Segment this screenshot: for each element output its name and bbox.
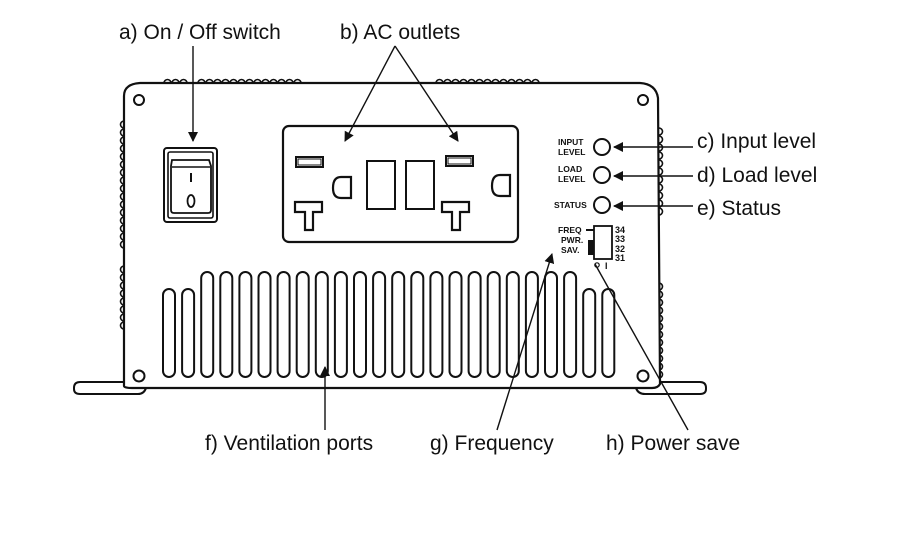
leader-b-right <box>394 45 459 142</box>
switch-off-symbol <box>186 194 196 208</box>
indicator-status: STATUS <box>554 196 611 214</box>
ventilation-slot <box>181 288 196 378</box>
ventilation-slot <box>467 271 482 378</box>
indicator-load-level: LOAD LEVEL <box>558 164 611 184</box>
callout-ac-outlets: b) AC outlets <box>340 21 460 44</box>
power-save-switch <box>588 240 594 255</box>
callout-frequency: g) Frequency <box>430 432 554 455</box>
fin-edge <box>119 120 125 249</box>
screw-top-right <box>637 94 649 106</box>
ventilation-slot <box>448 271 463 378</box>
ventilation-slot <box>505 271 520 378</box>
ventilation-slot <box>333 271 348 378</box>
ventilation-ports <box>162 271 616 378</box>
ventilation-slot <box>582 288 597 378</box>
screw-bottom-right <box>636 369 650 383</box>
ventilation-slot <box>276 271 291 378</box>
callout-load-level: d) Load level <box>697 164 817 187</box>
ventilation-slot <box>257 271 272 378</box>
ventilation-slot <box>162 288 176 378</box>
svg-text:INPUT: INPUT <box>558 137 584 147</box>
fin-edge <box>435 78 540 84</box>
load-level-led <box>593 166 611 184</box>
leader-h <box>594 263 689 431</box>
svg-text:STATUS: STATUS <box>554 200 587 210</box>
svg-text:33: 33 <box>615 234 625 244</box>
ventilation-slot <box>314 271 329 378</box>
svg-text:LOAD: LOAD <box>558 164 582 174</box>
ventilation-slot <box>486 271 501 378</box>
screw-bottom-left <box>132 369 146 383</box>
on-off-switch[interactable] <box>163 147 218 223</box>
ventilation-slot <box>353 271 367 378</box>
svg-text:32: 32 <box>615 244 625 254</box>
ac-outlet-left[interactable] <box>293 156 353 232</box>
fin-edge <box>197 78 302 84</box>
ventilation-slot <box>429 271 444 378</box>
callout-status: e) Status <box>697 197 781 220</box>
ventilation-slot <box>563 271 578 378</box>
ac-outlet-right[interactable] <box>440 155 512 232</box>
fin-edge <box>658 282 664 379</box>
ventilation-slot <box>372 271 387 378</box>
fin-edge <box>119 265 125 330</box>
svg-text:LEVEL: LEVEL <box>558 174 585 184</box>
ac-outlets <box>281 124 520 244</box>
ventilation-slot <box>524 271 539 378</box>
status-led <box>593 196 611 214</box>
svg-text:LEVEL: LEVEL <box>558 147 585 157</box>
callout-input-level: c) Input level <box>697 130 816 153</box>
svg-text:SAV.: SAV. <box>561 245 579 255</box>
ventilation-slot <box>295 271 310 378</box>
screw-top-left <box>133 94 145 106</box>
ventilation-slot <box>219 271 234 378</box>
leader-g <box>496 253 555 431</box>
svg-text:31: 31 <box>615 253 625 263</box>
leader-b-left <box>344 45 396 142</box>
ventilation-slot <box>391 271 406 378</box>
callout-ventilation-ports: f) Ventilation ports <box>205 432 373 455</box>
indicator-input-level: INPUT LEVEL <box>558 137 611 157</box>
ventilation-slot <box>601 288 616 378</box>
svg-text:FREQ: FREQ <box>558 225 582 235</box>
heatsink-fins <box>119 78 664 379</box>
gfci-test-button[interactable] <box>366 160 396 210</box>
callout-on-off-switch: a) On / Off switch <box>119 21 281 44</box>
gfci-reset-button[interactable] <box>405 160 435 210</box>
input-level-led <box>593 138 611 156</box>
svg-text:PWR.: PWR. <box>561 235 583 245</box>
svg-text:34: 34 <box>615 225 625 235</box>
dip-switch-block[interactable]: FREQ PWR. SAV. 34 33 32 31 I <box>558 225 625 271</box>
svg-text:I: I <box>605 261 608 271</box>
ventilation-slot <box>200 271 215 378</box>
ventilation-slot <box>544 271 558 378</box>
callout-power-save: h) Power save <box>606 432 740 455</box>
ventilation-slot <box>410 271 425 378</box>
ventilation-slot <box>238 271 253 378</box>
